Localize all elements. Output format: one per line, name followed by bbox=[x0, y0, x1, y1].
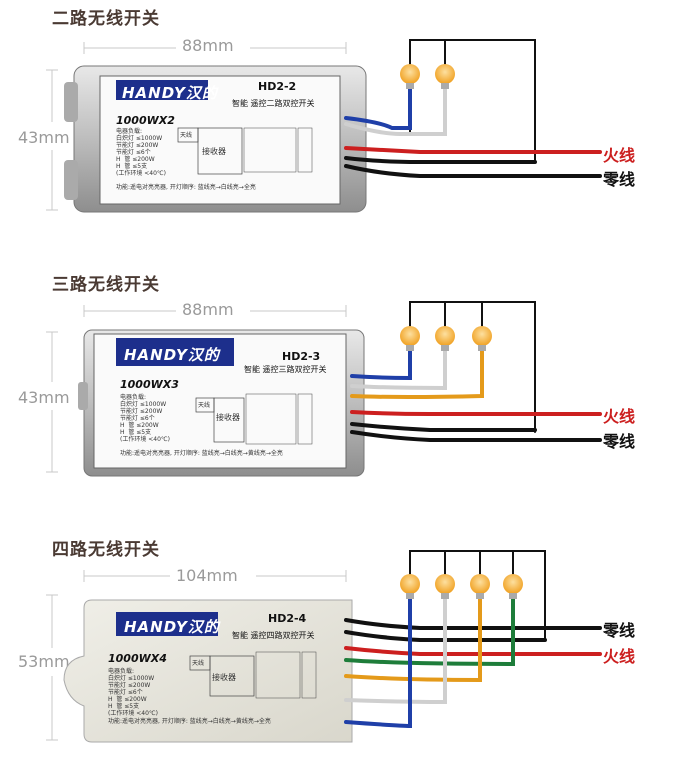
section-title-2way: 二路无线开关 bbox=[52, 9, 160, 29]
capacity-label: 1000WX4 bbox=[108, 652, 167, 665]
model-label: HD2-4 bbox=[268, 612, 307, 625]
device-2way bbox=[64, 65, 367, 213]
specs-text: 电器负载: 白炽灯 ≤1000W 节能灯 ≤200W 节能灯 ≤6个 H 管 ≤… bbox=[116, 128, 166, 177]
neutral-wire-label: 零线 bbox=[603, 170, 636, 189]
antenna-label: 天线 bbox=[180, 132, 193, 139]
model-label: HD2-2 bbox=[258, 80, 297, 93]
live-wire-label: 火线 bbox=[603, 146, 636, 165]
live-wire-label: 火线 bbox=[603, 407, 636, 426]
subtitle-label: 智能 遥控三路双控开关 bbox=[244, 365, 327, 374]
model-label: HD2-3 bbox=[282, 350, 321, 363]
device-4way bbox=[63, 599, 353, 743]
width-dimension-3way: 88mm bbox=[182, 300, 234, 319]
device-3way bbox=[78, 329, 365, 477]
receiver-label: 接收器 bbox=[212, 673, 236, 682]
width-dimension-2way: 88mm bbox=[182, 36, 234, 55]
specs-text: 电器负载: 白炽灯 ≤1000W 节能灯 ≤200W 节能灯 ≤6个 H 管 ≤… bbox=[120, 394, 170, 443]
height-dimension-2way: 43mm bbox=[18, 128, 70, 147]
capacity-label: 1000WX2 bbox=[116, 114, 175, 127]
width-dimension-4way: 104mm bbox=[176, 566, 238, 585]
neutral-wire-label: 零线 bbox=[603, 621, 636, 640]
brand-logo: HANDY汉的 bbox=[124, 346, 220, 364]
brand-logo: HANDY汉的 bbox=[124, 618, 220, 636]
neutral-wire-label: 零线 bbox=[603, 432, 636, 451]
height-dimension-3way: 43mm bbox=[18, 388, 70, 407]
lightbulb-icon bbox=[400, 64, 523, 599]
antenna-label: 天线 bbox=[198, 402, 211, 409]
footer-text: 功能:遥电对亮亮器, 开灯顺序: 蓝线亮→白线亮→黄线亮→全亮 bbox=[108, 718, 271, 725]
capacity-label: 1000WX3 bbox=[120, 378, 179, 391]
receiver-label: 接收器 bbox=[216, 413, 240, 422]
section-title-4way: 四路无线开关 bbox=[52, 540, 160, 560]
section-title-3way: 三路无线开关 bbox=[52, 275, 160, 295]
specs-text: 电器负载: 白炽灯 ≤1000W 节能灯 ≤200W 节能灯 ≤6个 H 管 ≤… bbox=[108, 668, 158, 717]
subtitle-label: 智能 遥控四路双控开关 bbox=[232, 631, 315, 640]
live-wire-label: 火线 bbox=[603, 647, 636, 666]
brand-logo: HANDY汉的 bbox=[122, 84, 218, 102]
height-dimension-4way: 53mm bbox=[18, 652, 70, 671]
receiver-label: 接收器 bbox=[202, 147, 226, 156]
footer-text: 功能:遥电对亮亮器, 开灯顺序: 蓝线亮→白线亮→黄线亮→全亮 bbox=[120, 450, 283, 457]
antenna-label: 天线 bbox=[192, 660, 205, 667]
subtitle-label: 智能 遥控二路双控开关 bbox=[232, 99, 315, 108]
footer-text: 功能:遥电对亮亮器, 开灯顺序: 蓝线亮→白线亮→全亮 bbox=[116, 184, 256, 191]
